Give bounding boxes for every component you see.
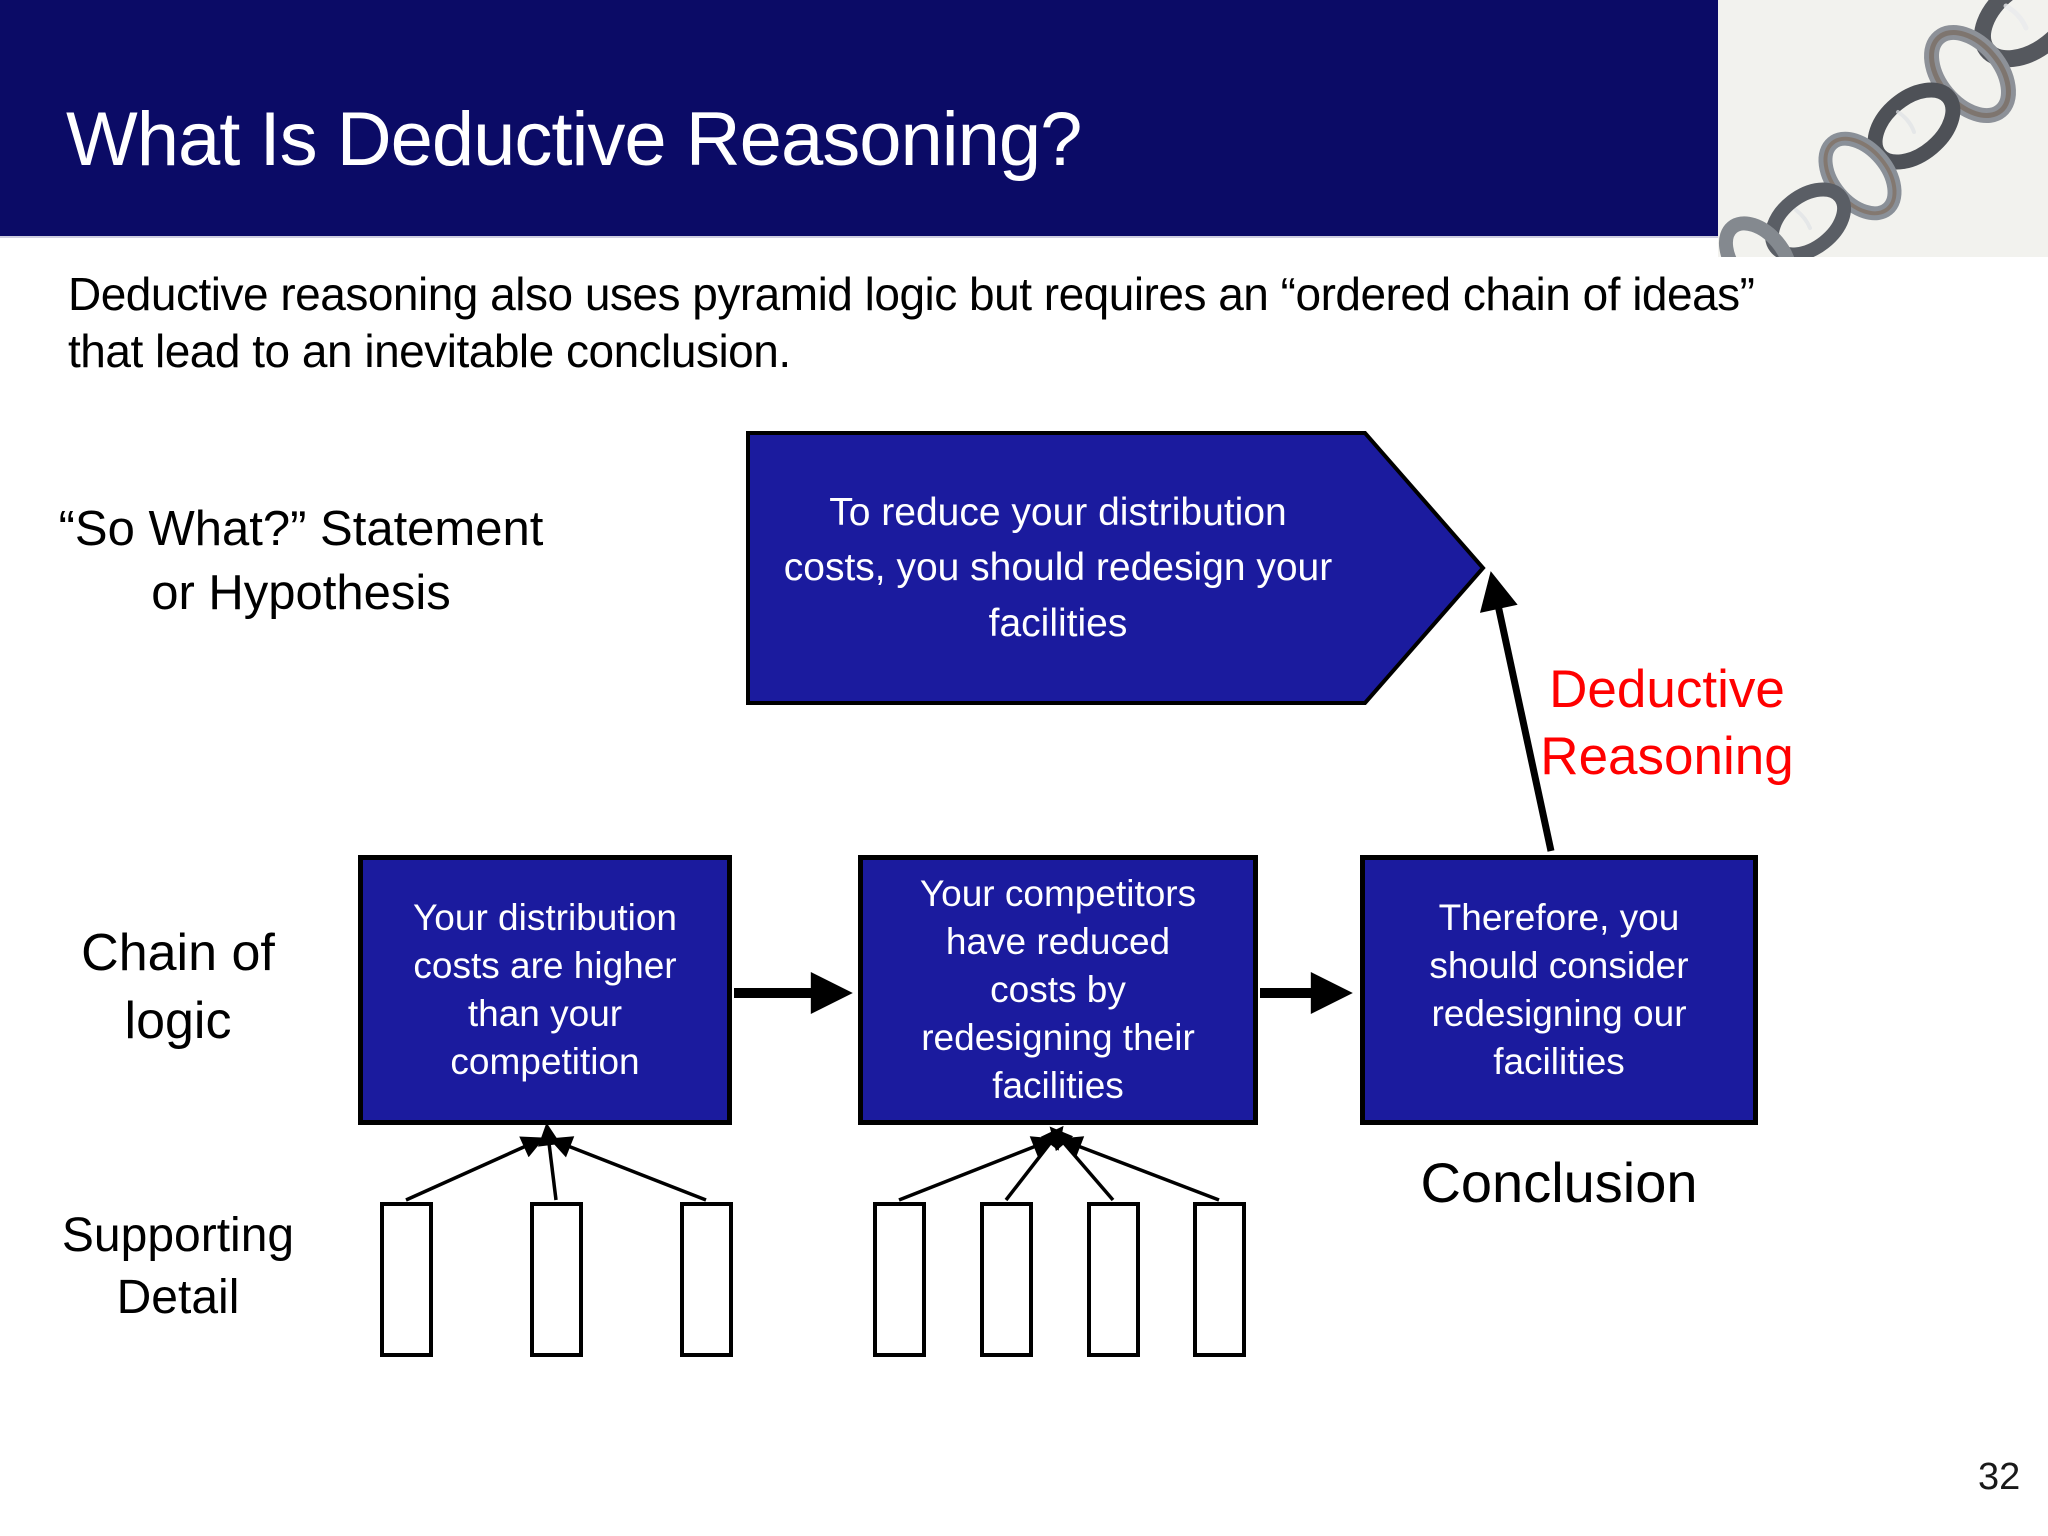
supporting-detail-box [380, 1202, 433, 1357]
supporting-detail-box [1193, 1202, 1246, 1357]
chain-icon [1718, 0, 2048, 300]
deductive-reasoning-label: Deductive Reasoning [1540, 660, 1794, 787]
supporting-detail-box [980, 1202, 1033, 1357]
logic-box-distribution-costs: Your distribution costs are higher than … [358, 855, 732, 1125]
support-line-g2-2 [1004, 1125, 1064, 1202]
logic-box-conclusion: Therefore, you should consider redesigni… [1360, 855, 1758, 1125]
chain-of-logic-label: Chain of logic [81, 924, 275, 1050]
supporting-detail-box [680, 1202, 733, 1357]
page-title: What Is Deductive Reasoning? [66, 97, 1082, 182]
support-line-g1-1 [405, 1136, 545, 1202]
chain-links-photo [1718, 0, 2048, 300]
page-number: 32 [1978, 1456, 2021, 1498]
intro-text: Deductive reasoning also uses pyramid lo… [68, 268, 1755, 378]
header-bar [0, 0, 2048, 238]
support-line-g1-3 [548, 1136, 707, 1202]
supporting-detail-box [530, 1202, 583, 1357]
supporting-detail-box [873, 1202, 926, 1357]
hypothesis-banner-text: To reduce your distribution costs, you s… [783, 490, 1333, 645]
conclusion-label: Conclusion [1420, 1151, 1698, 1214]
logic-box-competitors: Your competitors have reduced costs by r… [858, 855, 1258, 1125]
support-line-g2-4 [1058, 1136, 1220, 1202]
supporting-detail-label: Supporting Detail [61, 1209, 295, 1325]
support-line-g2-1 [898, 1136, 1056, 1202]
support-line-g2-3 [1049, 1126, 1115, 1202]
support-line-g1-2 [537, 1122, 561, 1201]
hypothesis-label: “So What?” Statement or Hypothesis [58, 502, 544, 620]
supporting-detail-box [1087, 1202, 1140, 1357]
